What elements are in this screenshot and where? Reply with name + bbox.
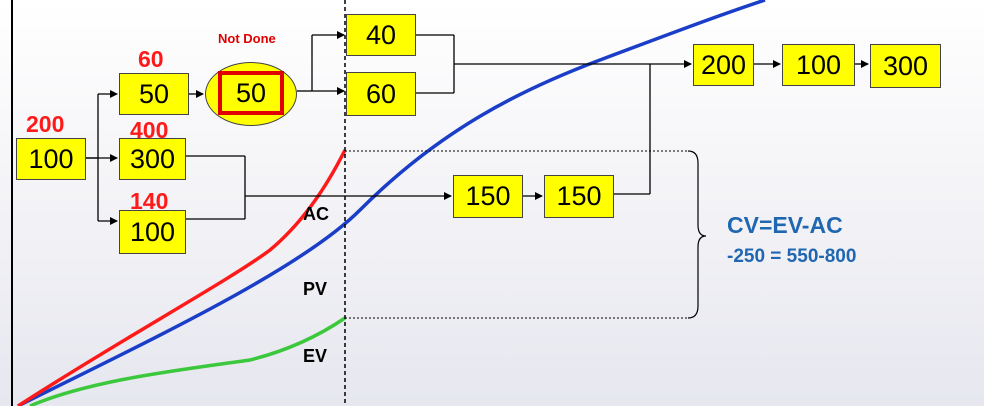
box-i: 200 [693, 44, 754, 86]
formula-cv: CV=EV-AC [727, 212, 843, 238]
box-f: 60 [346, 72, 416, 116]
curly-brace [687, 150, 707, 319]
not-done-label: Not Done [218, 31, 276, 46]
box-b: 300 [119, 138, 186, 180]
box-g: 150 [453, 175, 523, 218]
ev-curve [29, 316, 346, 406]
box-e: 40 [346, 14, 416, 56]
box-k: 300 [870, 44, 941, 88]
connectors [85, 31, 869, 225]
formula-values: -250 = 550-800 [727, 246, 857, 267]
root-box: 100 [16, 138, 86, 180]
box-c: 100 [119, 210, 186, 254]
c-red-value: 140 [130, 188, 169, 214]
box-h: 150 [544, 175, 614, 218]
box-j: 100 [782, 44, 855, 86]
pv-label: PV [303, 279, 328, 299]
pv-curve [17, 0, 766, 406]
box-a: 50 [119, 73, 189, 115]
not-done-circle: 50 [205, 62, 297, 126]
ev-label: EV [303, 346, 328, 366]
box-d-not-done: 50 [218, 71, 284, 115]
ac-label: AC [303, 204, 329, 224]
ac-curve [17, 149, 347, 406]
a-red-value: 60 [138, 46, 164, 72]
root-red-value: 200 [26, 111, 65, 137]
